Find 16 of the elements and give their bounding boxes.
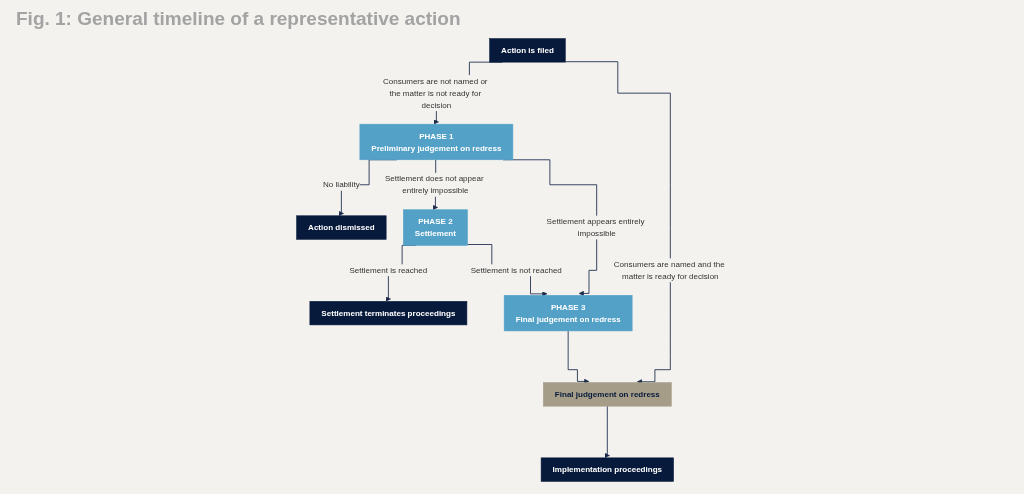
edge-label: Settlement is reached — [349, 265, 428, 275]
edge-label: Settlement does not appear entirely impossible — [384, 173, 484, 196]
node-box: Action dismissed — [296, 215, 387, 240]
node-box: PHASE 1 Preliminary judgement on redress — [359, 123, 513, 161]
edge-label: Consumers are not named or the matter is not ready for decision — [382, 76, 488, 110]
edge-label: Settlement is not reached — [470, 265, 562, 275]
edge-label: Settlement appears entirely impossible — [546, 216, 645, 238]
figure-title: Fig. 1: General timeline of a representative action — [16, 8, 461, 30]
node-box: Final judgement on redress — [542, 382, 672, 407]
node-box: PHASE 3 Final judgement on redress — [503, 295, 633, 332]
node-box: Settlement terminates proceedings — [309, 301, 467, 326]
edge-label: No liability — [322, 179, 360, 190]
node-box: Action is filed — [489, 38, 566, 63]
node-box: PHASE 2 Settlement — [402, 209, 468, 246]
node-box: Implementation proceedings — [540, 457, 674, 482]
edge-label: Consumers are named and the matter is ready for decision — [613, 259, 725, 281]
